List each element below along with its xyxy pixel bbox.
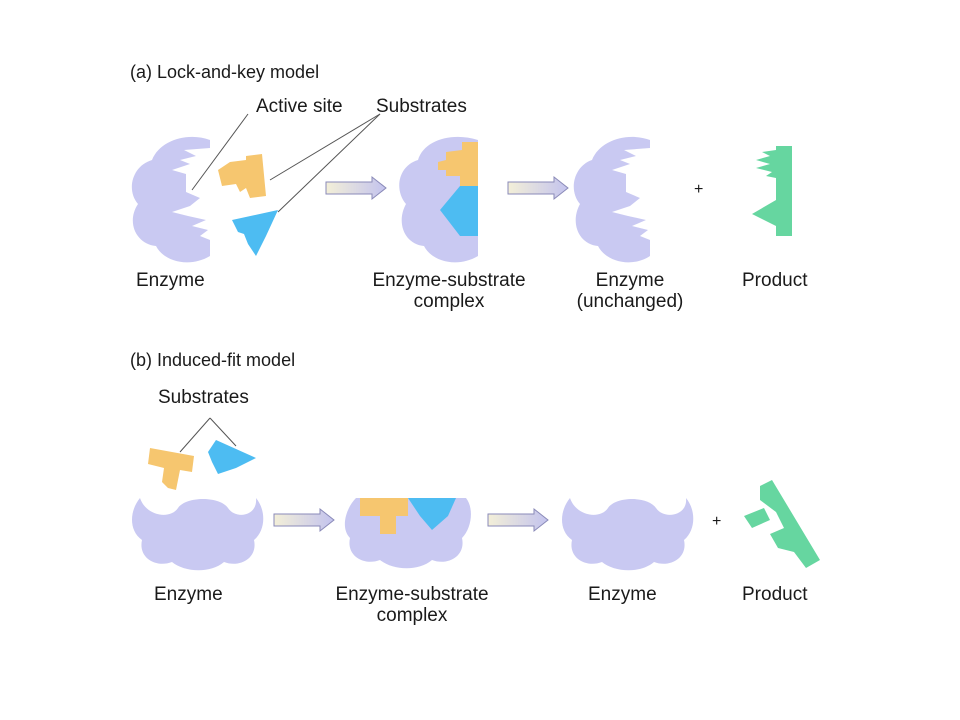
enzyme-shape-b1 [132, 498, 264, 571]
callout-substrates-a: Substrates [376, 96, 467, 117]
label-product-a: Product [742, 270, 808, 291]
label-complex-b: Enzyme-substrate complex [335, 584, 488, 626]
product-a [752, 146, 792, 236]
label-enzyme-b: Enzyme [154, 584, 223, 605]
label-complex-a-line2: complex [413, 291, 485, 312]
callout-substrates-b: Substrates [158, 387, 249, 408]
label-complex-b-line2: complex [376, 605, 448, 626]
callout-line-substrate-1 [269, 113, 381, 181]
complex-substrate-blue-a [440, 186, 478, 236]
panel-a-title: (a) Lock-and-key model [130, 62, 320, 82]
substrate-blue-b [208, 440, 256, 474]
label-enzyme-unchanged: Enzyme (unchanged) [577, 270, 684, 312]
label-enzyme-unchanged-line1: Enzyme [595, 270, 665, 291]
callout-line-active-site [191, 113, 249, 191]
label-complex-a-line1: Enzyme-substrate [372, 270, 526, 291]
substrate-blue-a [232, 210, 278, 256]
callout-line-b-2 [209, 417, 237, 447]
complex-substrate-orange-b [360, 498, 408, 534]
label-enzyme-unchanged-line2: (unchanged) [576, 291, 684, 312]
substrate-orange-b [148, 448, 194, 490]
panel-b-title: (b) Induced-fit model [130, 350, 296, 370]
callout-line-b-1 [179, 417, 211, 453]
label-product-b: Product [742, 584, 808, 605]
label-enzyme-a: Enzyme [136, 270, 205, 291]
substrate-orange-a [218, 154, 266, 198]
complex-substrate-orange-a [438, 142, 478, 186]
callout-line-substrate-2 [277, 113, 381, 213]
callout-active-site: Active site [256, 96, 343, 117]
arrow-a1 [325, 175, 387, 201]
product-b [744, 480, 820, 568]
label-enzyme-after-b: Enzyme [588, 584, 657, 605]
label-complex-a: Enzyme-substrate complex [372, 270, 525, 312]
arrow-b2 [487, 507, 549, 533]
label-complex-b-line1: Enzyme-substrate [335, 584, 489, 605]
plus-sign-b: + [712, 513, 722, 530]
arrow-b1 [273, 507, 335, 533]
arrow-a2 [507, 175, 569, 201]
plus-sign-a: + [694, 181, 704, 198]
complex-substrate-blue-b [408, 498, 456, 530]
enzyme-shape-b2 [562, 498, 694, 571]
enzyme-shape-a2 [573, 136, 650, 263]
enzyme-shape-a1 [131, 136, 210, 263]
